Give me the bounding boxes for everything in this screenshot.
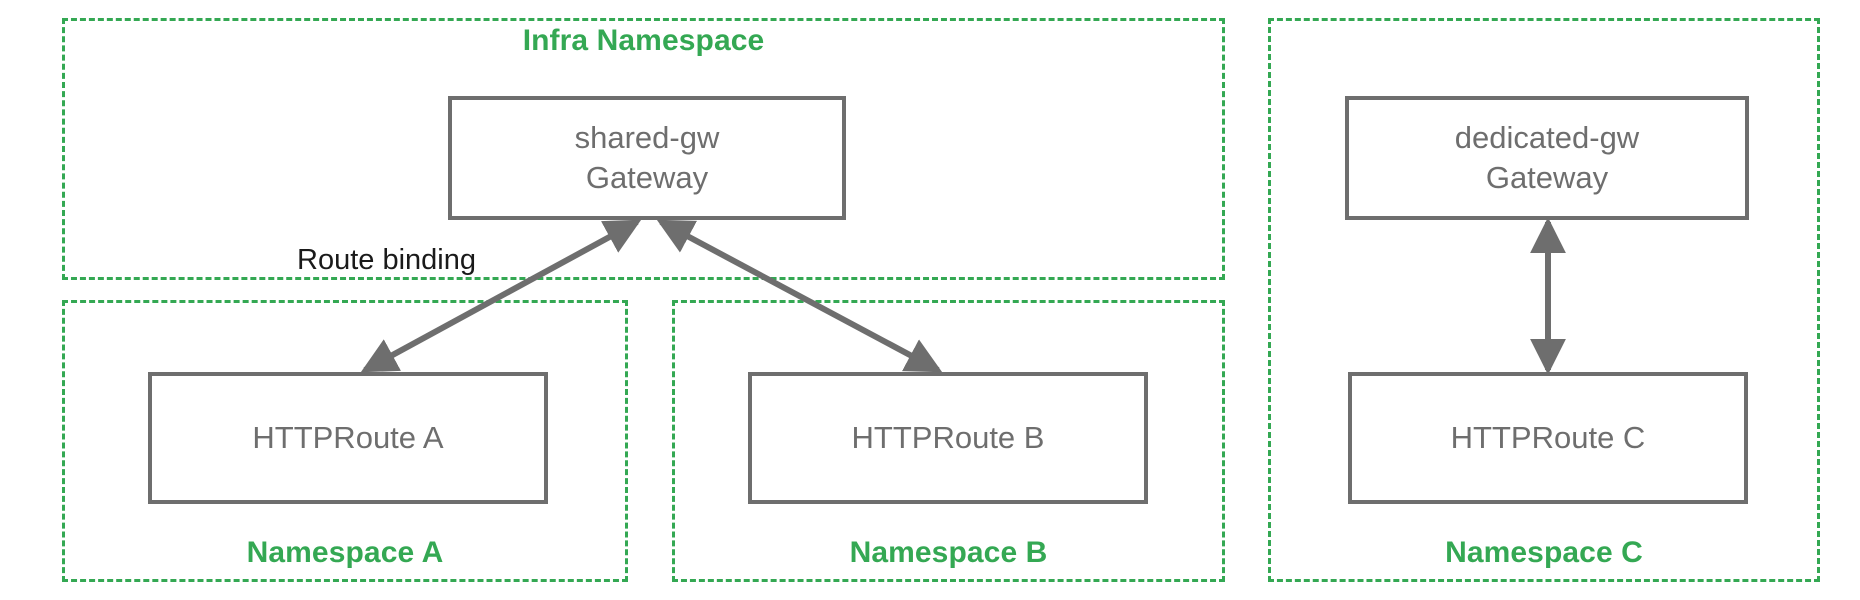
namespace-box-infra (62, 18, 1225, 280)
namespace-label-a: Namespace A (246, 536, 444, 569)
gateway-box-dedicated-gw[interactable]: dedicated-gw Gateway (1345, 96, 1749, 220)
namespace-label-b: Namespace B (849, 536, 1048, 569)
httproute-box-c[interactable]: HTTPRoute C (1348, 372, 1748, 504)
gateway-box-shared-gw[interactable]: shared-gw Gateway (448, 96, 846, 220)
namespace-box-b (672, 300, 1225, 582)
namespace-label-infra: Infra Namespace (522, 24, 765, 57)
httproute-box-b[interactable]: HTTPRoute B (748, 372, 1148, 504)
namespace-box-c (1268, 18, 1820, 582)
namespace-box-a (62, 300, 628, 582)
namespace-label-c: Namespace C (1445, 536, 1643, 569)
annotation-route-binding: Route binding (297, 244, 476, 276)
httproute-box-a[interactable]: HTTPRoute A (148, 372, 548, 504)
